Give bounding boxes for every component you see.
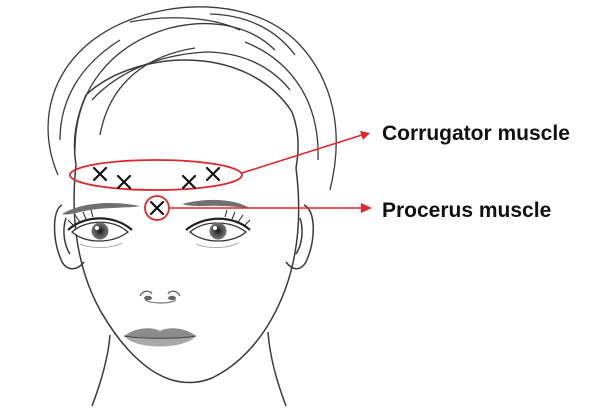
x-icon <box>118 176 130 188</box>
lips <box>124 328 196 346</box>
corrugator-region-ellipse <box>70 160 242 190</box>
x-icon <box>94 168 106 180</box>
x-icon <box>207 168 219 180</box>
arrow-right-icon <box>242 131 370 173</box>
hair <box>48 7 336 190</box>
procerus-muscle-label: Procerus muscle <box>382 200 551 221</box>
corrugator-muscle-label: Corrugator muscle <box>382 123 570 144</box>
nose <box>140 291 180 303</box>
right-eye <box>186 210 250 248</box>
x-icon <box>151 202 163 214</box>
annotation-arrows <box>169 131 372 213</box>
x-icon <box>183 176 195 188</box>
